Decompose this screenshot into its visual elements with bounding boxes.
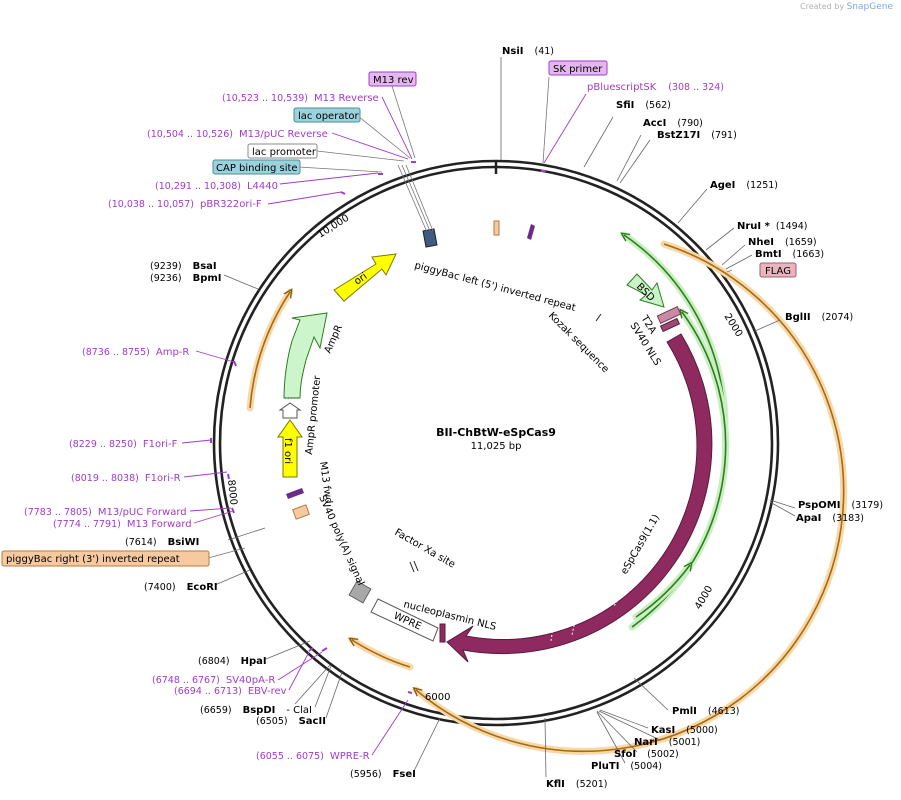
t2a-feature <box>659 317 681 333</box>
primer-leader-lines <box>181 93 587 756</box>
primer-ebv-rev: (6694 .. 6713)EBV-rev <box>174 686 287 697</box>
box-lac-promoter: lac promoter <box>247 143 318 159</box>
enzyme-pmli: PmlI(4613) <box>672 706 740 717</box>
enzyme-hpai: (6804)HpaI <box>198 656 267 667</box>
box-sk-primer: SK primer <box>548 60 608 76</box>
enzyme-bmti: BmtI(1663) <box>755 249 824 260</box>
sv40-polya-feature <box>348 580 372 604</box>
ampr-feature <box>283 312 328 399</box>
espcas9-feature <box>446 333 713 663</box>
pb-left-feature <box>422 228 438 248</box>
nucleoplasmin-nls-feature <box>439 623 446 643</box>
plasmid-name: BII-ChBtW-eSpCas9 <box>436 426 556 439</box>
primer-pbr322ori-f: (10,038 .. 10,057)pBR322ori-F <box>108 199 262 210</box>
f1-ori-feature <box>277 419 303 478</box>
enzyme-agei: AgeI(1251) <box>710 180 778 191</box>
enzyme-kasi: KasI(5000) <box>651 725 718 736</box>
enzyme-apai: ApaI(3183) <box>796 513 864 524</box>
label-f1-ori: f1 ori <box>282 438 293 464</box>
primer-m13puc-forward: (7783 .. 7805)M13/pUC Forward <box>24 507 187 518</box>
bsd-feature <box>626 273 665 308</box>
box-pb-right: piggyBac right (3') inverted repeat <box>1 550 210 567</box>
pb-left-marker <box>527 224 535 240</box>
enzyme-pluti: PluTI(5004) <box>591 761 662 772</box>
ori-feature <box>333 253 397 302</box>
svg-text:SK primer: SK primer <box>553 64 603 75</box>
primer-pbluescriptsk: pBluescriptSK(308 .. 324) <box>587 82 724 93</box>
tick-6000: 6000 <box>425 692 450 703</box>
enzyme-kfli: KflI(5201) <box>546 779 607 790</box>
svg-text:lac promoter: lac promoter <box>252 147 317 158</box>
box-leader-lines <box>207 76 733 559</box>
orf-track-bottom <box>348 636 414 671</box>
label-kozak: Kozak sequence <box>546 310 611 375</box>
enzyme-bpmi: (9236)BpmI <box>150 273 222 284</box>
box-lac-operator: lac operator <box>293 107 361 123</box>
box-flag: FLAG <box>759 262 797 278</box>
enzyme-bglii: BglII(2074) <box>785 312 853 323</box>
wpre-feature <box>370 598 439 642</box>
enzyme-bstz17i: BstZ17I(791) <box>657 130 737 141</box>
primer-f1ori-f: (8229 .. 8250)F1ori-F <box>69 439 178 450</box>
enzyme-fsei: (5956)FseI <box>350 769 416 780</box>
box-m13-rev: M13 rev <box>368 71 417 87</box>
enzyme-sfii: SfiI(562) <box>616 100 671 111</box>
primer-f1ori-r: (8019 .. 8038)F1ori-R <box>71 473 181 484</box>
primer-l4440: (10,291 .. 10,308)L4440 <box>155 181 278 192</box>
enzyme-ecori: (7400)EcoRI <box>144 582 218 593</box>
pb-left-small-box <box>493 220 500 236</box>
primer-m13-reverse: (10,523 .. 10,539)M13 Reverse <box>222 93 379 104</box>
enzyme-nari: NarI(5001) <box>634 737 700 748</box>
label-factor-xa: Factor Xa site <box>393 527 457 571</box>
enzyme-nsii: NsiI(41) <box>502 46 554 57</box>
label-ampr-promoter: AmpR promoter <box>304 374 323 455</box>
primer-wpre-r: (6055 .. 6075)WPRE-R <box>256 751 370 762</box>
snapgene-logo: SnapGene <box>846 2 893 12</box>
pb-right-feature <box>292 504 310 520</box>
enzyme-sfoi: SfoI(5002) <box>614 749 679 760</box>
plasmid-size: 11,025 bp <box>471 441 522 452</box>
enzyme-pspomi: PspOMI(3179) <box>798 500 883 511</box>
enzyme-nhei: NheI(1659) <box>748 237 817 248</box>
svg-text:FLAG: FLAG <box>765 266 791 277</box>
primer-m13-forward: (7774 .. 7791)M13 Forward <box>53 519 192 530</box>
tick-10000: 10,000 <box>316 213 352 241</box>
label-ampr: AmpR <box>323 323 345 355</box>
primer-marks <box>210 161 546 694</box>
snapgene-credit: Created by SnapGene <box>800 2 893 12</box>
enzyme-bsai: (9239)BsaI <box>150 261 217 272</box>
ampr-promoter-feature <box>278 402 302 419</box>
enzyme-bspdi: (6659)BspDI- ClaI <box>200 705 312 716</box>
label-pb-left: piggyBac left (5') inverted repeat <box>413 260 577 314</box>
svg-text:CAP binding site: CAP binding site <box>216 163 298 174</box>
enzyme-bsiwi: (7614)BsiWI <box>125 537 199 548</box>
svg-text:M13 rev: M13 rev <box>373 75 414 86</box>
svg-text:lac operator: lac operator <box>298 111 359 122</box>
enzyme-leader-lines <box>214 57 796 778</box>
sv40-nls-feature <box>656 306 682 324</box>
m13-fwd-feature <box>286 488 304 499</box>
label-sv40-polya: SV40 poly(A) signal <box>316 494 366 588</box>
enzyme-nrui: NruI *(1494) <box>737 221 807 232</box>
tick-4000: 4000 <box>693 584 715 612</box>
svg-text:piggyBac right (3') inverted r: piggyBac right (3') inverted repeat <box>6 554 180 565</box>
enzyme-acci: AccI(790) <box>643 118 703 129</box>
box-cap-binding-site: CAP binding site <box>212 159 301 175</box>
enzyme-sacii: (6505)SacII <box>256 716 326 727</box>
primer-sv40pa-r: (6748 .. 6767)SV40pA-R <box>152 675 275 686</box>
primer-amp-r: (8736 .. 8755)Amp-R <box>82 347 189 358</box>
primer-m13puc-reverse: (10,504 .. 10,526)M13/pUC Reverse <box>147 129 328 140</box>
tick-8000: 8000 <box>225 479 239 505</box>
